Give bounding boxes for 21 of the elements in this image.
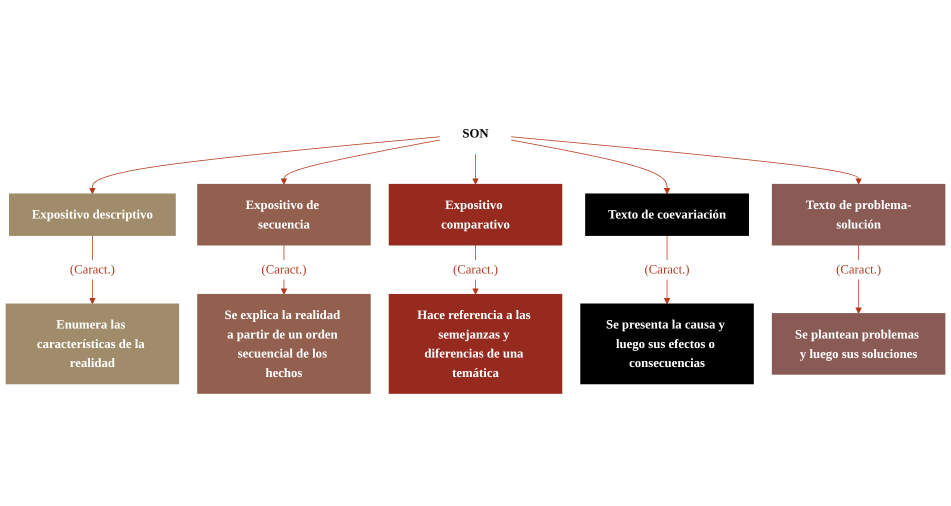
node-box: Enumera las características de la realidad: [6, 304, 180, 384]
node-box: Se plantean problemas y luego sus soluciones: [772, 313, 946, 375]
node-box: Expositivo descriptivo: [9, 193, 176, 236]
arrow: [89, 136, 440, 194]
edge-label: (Caract.): [70, 262, 115, 277]
arrow: [472, 154, 479, 185]
arrow: [510, 136, 862, 185]
node-box: Texto de coevariación: [585, 193, 749, 236]
node-box: Se presenta la causa y luego sus efectos o consecuencias: [580, 304, 754, 384]
node-box: Expositivo de secuencia: [197, 184, 371, 246]
arrow: [280, 140, 440, 185]
node-box: Expositivo comparativo: [388, 184, 562, 246]
edge-label: (Caract.): [836, 262, 882, 277]
arrow: [510, 140, 670, 194]
node-text: SON: [462, 126, 489, 140]
edge-label: (Caract.): [261, 262, 306, 277]
edge-label: (Caract.): [452, 262, 498, 277]
node-box: Texto de problema-solución: [772, 184, 946, 246]
edge-label: (Caract.): [644, 262, 690, 277]
node-box: Hace referencia a las semejanzas y diferencias de una temática: [388, 294, 562, 394]
node-box: Se explica la realidad a partir de un orden secuencial de los hechos: [197, 294, 371, 394]
